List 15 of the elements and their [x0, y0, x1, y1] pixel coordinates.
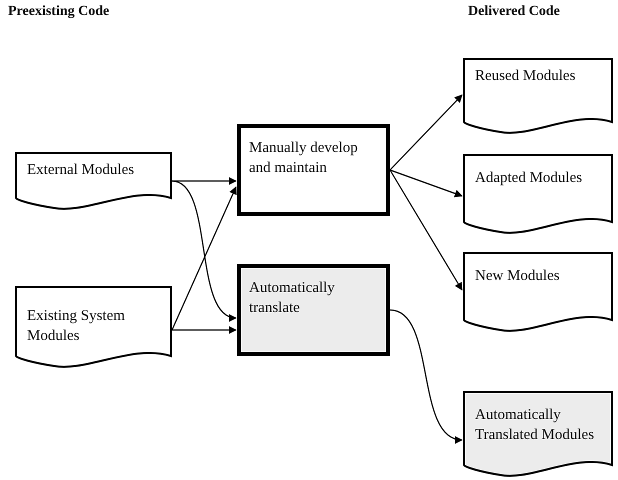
- arrow: [390, 309, 463, 442]
- column-heading: Preexisting Code: [8, 4, 110, 20]
- column-heading: Delivered Code: [468, 4, 560, 20]
- node-label: Existing System Modules: [27, 307, 126, 346]
- arrow: [390, 94, 463, 170]
- node-label: Automatically translate: [249, 279, 336, 318]
- arrow: [390, 169, 463, 198]
- node-label: Adapted Modules: [475, 169, 584, 188]
- node-label: New Modules: [475, 267, 561, 286]
- arrow: [172, 326, 237, 334]
- arrow: [389, 170, 463, 291]
- node-label: Automatically Translated Modules: [475, 406, 596, 445]
- node-label: Manually develop and maintain: [249, 139, 359, 178]
- node-label: External Modules: [27, 161, 136, 180]
- node-label: Reused Modules: [475, 67, 576, 86]
